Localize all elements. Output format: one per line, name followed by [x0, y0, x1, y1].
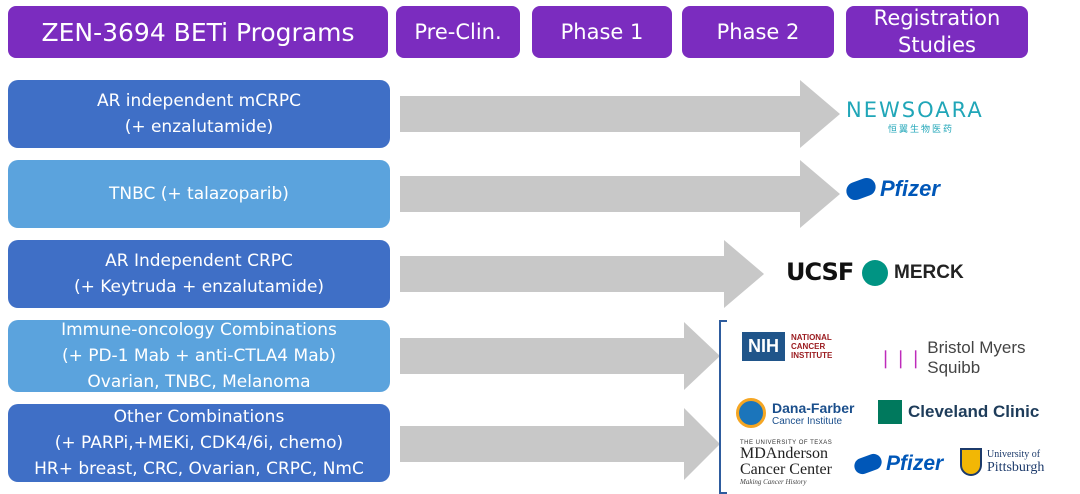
pfizer-logo: Pfizer: [843, 175, 940, 203]
university-of-pittsburgh-logo: University of Pittsburgh: [960, 448, 1044, 476]
pfizer-pill-icon-2: [852, 451, 884, 477]
phase-2-header: Phase 2: [682, 6, 834, 58]
registration-studies-header: Registration Studies: [846, 6, 1028, 58]
program-ar-independent-crpc: AR Independent CRPC (+ Keytruda + enzalu…: [8, 240, 390, 308]
progress-arrow-1: [400, 80, 840, 148]
program-tnbc: TNBC (+ talazoparib): [8, 160, 390, 228]
merck-logo: MERCK: [862, 260, 964, 286]
bms-icon: ❘❘❘: [878, 347, 924, 368]
phase-preclinical-header: Pre-Clin.: [396, 6, 520, 58]
newsoara-logo: NEWSOARA 恒翼生物医药: [846, 98, 984, 134]
dana-farber-logo: Dana-Farber Cancer Institute: [736, 398, 854, 428]
md-anderson-logo: THE UNIVERSITY OF TEXAS MDAnderson Cance…: [740, 440, 833, 486]
program-ar-independent-mcrpc: AR independent mCRPC (+ enzalutamide): [8, 80, 390, 148]
dana-farber-icon: [736, 398, 766, 428]
program-other-combinations: Other Combinations (+ PARPi,+MEKi, CDK4/…: [8, 404, 390, 482]
header-title: ZEN-3694 BETi Programs: [8, 6, 388, 58]
progress-arrow-5: [400, 408, 720, 480]
progress-arrow-4: [400, 322, 720, 390]
bristol-myers-squibb-logo: ❘❘❘ Bristol Myers Squibb: [878, 338, 1026, 377]
program-immune-oncology: Immune-oncology Combinations (+ PD-1 Mab…: [8, 320, 390, 392]
partner-group-bracket: [719, 320, 727, 494]
merck-icon: [862, 260, 888, 286]
ucsf-logo: UCSF: [786, 258, 854, 286]
pfizer-logo-2: Pfizer: [852, 451, 943, 477]
cleveland-clinic-icon: [878, 400, 902, 424]
pfizer-pill-icon: [843, 175, 879, 203]
cleveland-clinic-logo: Cleveland Clinic: [878, 400, 1039, 424]
pitt-shield-icon: [960, 448, 982, 476]
nih-logo: NIH NATIONAL CANCER INSTITUTE: [742, 332, 832, 361]
progress-arrow-3: [400, 240, 764, 308]
progress-arrow-2: [400, 160, 840, 228]
phase-1-header: Phase 1: [532, 6, 672, 58]
